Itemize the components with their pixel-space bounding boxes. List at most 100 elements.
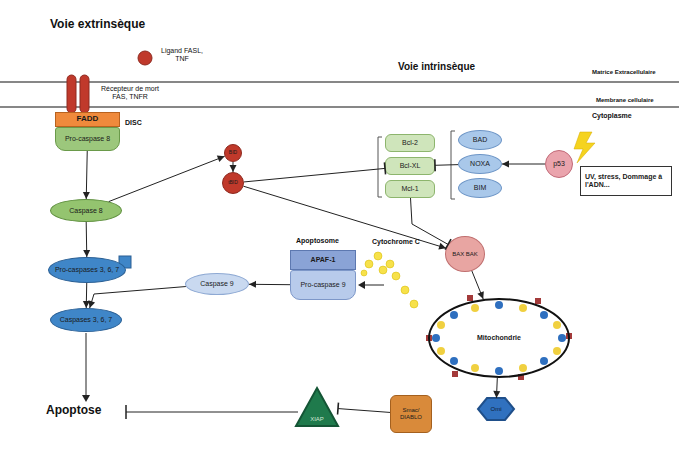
zone-label: Cytoplasme: [592, 112, 632, 120]
protein-box: Smac/ DIABLO: [390, 395, 432, 433]
outcome-label: Apoptose: [46, 404, 101, 418]
node-text: Bcl-XL: [400, 162, 421, 170]
arrow-head: [502, 161, 509, 168]
connector-line: [86, 222, 88, 257]
connector: [493, 378, 500, 398]
connector-line: [86, 283, 88, 308]
node-text: Caspases 3, 6, 7: [60, 316, 113, 324]
caspase-ellipse: Caspases 3, 6, 7: [50, 308, 122, 332]
node-text: BIM: [474, 184, 486, 192]
protein-ellipse: BIM: [458, 178, 502, 198]
connector-line: [249, 284, 290, 285]
node-text: Caspase 9: [200, 280, 233, 288]
connector-line: [90, 287, 186, 309]
node-text: APAF-1: [311, 256, 336, 264]
lightning-symbol: [574, 132, 595, 163]
node-text: BID: [229, 150, 237, 156]
shape-fill: [478, 398, 514, 420]
node-text: Pro-caspase 9: [300, 281, 345, 289]
protein-circle: BAX BAK: [445, 236, 485, 272]
node-text: Bcl-2: [402, 139, 418, 147]
protein-ellipse: NOXA: [458, 154, 502, 174]
stress-box: UV, stress, Dommage à l'ADN...: [580, 166, 672, 196]
node-text: Mcl-1: [401, 185, 418, 193]
node-text: Omi: [491, 406, 502, 413]
mitochondria-ellipse: Mitochondrie: [428, 298, 570, 378]
protein-box: Bcl-XL: [385, 157, 435, 175]
node-text: UV, stress, Dommage à l'ADN...: [585, 173, 667, 188]
node-text: NOXA: [470, 160, 490, 168]
adaptor-box: FADD: [55, 112, 120, 127]
inhibition-bar: [337, 403, 339, 415]
connector: [244, 162, 386, 182]
node-text: BAX BAK: [452, 251, 478, 258]
bracket: [451, 131, 455, 199]
connector-line: [411, 198, 449, 244]
connector: [338, 403, 390, 415]
arrow-head: [83, 301, 90, 308]
connector-line: [244, 168, 385, 182]
membrane-line: [0, 81, 679, 82]
protein-box: Bcl-2: [385, 134, 435, 152]
protein-hexagon: Omi: [478, 398, 514, 420]
connector: [83, 151, 90, 199]
zone-label: Matrice Extracellulaire: [592, 69, 656, 76]
complex-label: Apoptosome: [296, 237, 339, 245]
section-title: Voie intrinsèque: [398, 61, 475, 73]
caspase-ellipse: Caspase 9: [185, 273, 249, 295]
connector-line: [109, 156, 225, 201]
inhibitor-triangle: XIAP: [296, 388, 338, 426]
protein-box: APAF-1: [290, 250, 356, 270]
protein-circle: p53: [545, 150, 573, 178]
molecule-label: Cytochrome C: [372, 238, 420, 246]
arrow-head: [217, 156, 225, 163]
connector-line: [338, 409, 390, 413]
node-text: FADD: [77, 115, 99, 124]
connector: [502, 161, 545, 168]
arrow-head: [88, 300, 95, 308]
node-text: Smac/ DIABLO: [391, 407, 431, 420]
protein-box: Mcl-1: [385, 180, 435, 198]
node-text: XIAP: [310, 416, 324, 423]
receptor-symbol: [80, 75, 89, 113]
arrow-head: [477, 291, 483, 299]
zone-label: Membrane cellulaire: [596, 97, 654, 104]
node-text: BAD: [473, 136, 487, 144]
connector-line: [86, 151, 87, 199]
arrow-head: [83, 250, 90, 257]
node-text: Mitochondrie: [477, 334, 521, 342]
connector-line: [496, 378, 498, 398]
connector: [230, 162, 237, 172]
inhibition-line: [126, 412, 298, 413]
caspase-ellipse: Pro-caspases 3, 6, 7: [48, 257, 126, 283]
node-text: Pro-caspases 3, 6, 7: [55, 266, 119, 274]
shape-fill: [296, 388, 338, 426]
node-text: Pro-caspase 8: [65, 135, 110, 143]
connector: [88, 287, 185, 309]
membrane-pores: [426, 295, 572, 380]
receptor-label: Récepteur de mort FAS, TNFR: [94, 85, 166, 101]
protein-circle: tBID: [222, 172, 244, 194]
complex-label: DISC: [125, 119, 142, 127]
cytochrome-dots: [361, 252, 418, 308]
arrow-head: [249, 281, 256, 288]
connector-line: [472, 271, 483, 299]
connector: [83, 222, 90, 257]
receptor-symbol: [67, 75, 76, 113]
protein-circle: BID: [224, 144, 242, 162]
connector: [83, 283, 90, 308]
ligand-label: Ligand FASL, TNF: [155, 47, 209, 63]
mitochondria-dots: [432, 301, 566, 375]
arrow-line: [364, 285, 384, 286]
ligand-symbol: [138, 51, 152, 65]
bracket: [378, 137, 382, 197]
arrow-head: [493, 391, 500, 398]
caspase-ellipse: Caspase 8: [50, 199, 122, 222]
arrow-head: [83, 192, 90, 199]
arrow-head: [230, 165, 237, 172]
connector: [472, 271, 484, 299]
connector-line: [233, 162, 234, 172]
connector-line: [502, 164, 545, 165]
